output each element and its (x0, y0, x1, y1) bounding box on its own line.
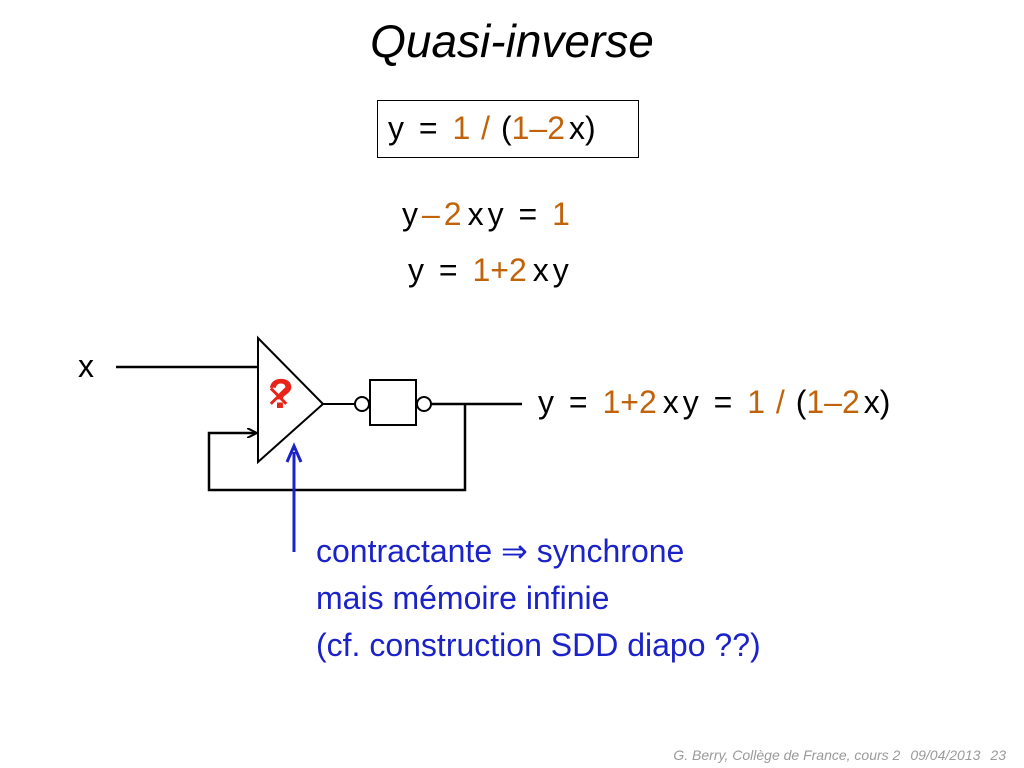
formula-term: 1 (602, 384, 621, 420)
footer-author: G. Berry, Collège de France, cours 2 (673, 747, 901, 763)
formula-paren: ( (500, 110, 512, 146)
formula-term: 1 (452, 110, 471, 146)
formula-operator: = (518, 196, 538, 232)
cross-mark: ✕ (266, 381, 292, 414)
formula-term: y (552, 252, 569, 288)
formula-term: 1 (806, 384, 825, 420)
formula-operator: = (568, 384, 588, 420)
formula-term: x (532, 252, 549, 288)
note-line: mais mémoire infinie (316, 580, 610, 616)
note-line: contractante ⇒ synchrone (316, 533, 685, 569)
formula-term: 2 (638, 384, 657, 420)
footer-page-number: 23 (990, 747, 1006, 763)
formula-term: y (388, 110, 404, 146)
formula-term: 2 (508, 252, 527, 288)
feedback-wire (207, 404, 467, 492)
annotation-note: contractante ⇒ synchrone mais mémoire in… (316, 528, 761, 669)
formula-operator: – (529, 110, 548, 146)
formula-term: x (467, 196, 484, 232)
formula-term: 1 (511, 110, 530, 146)
formula-term: 2 (841, 384, 860, 420)
formula-term: x (662, 384, 679, 420)
formula-term: 1 (552, 196, 570, 232)
formula-term: 1 (472, 252, 491, 288)
formula-term: y (408, 252, 424, 288)
slide-footer: G. Berry, Collège de France, cours 2 09/0… (663, 747, 1006, 763)
formula-operator: + (620, 384, 639, 420)
inverter-bubble-right (416, 396, 432, 412)
gate-triangle (257, 335, 325, 465)
formula-operator: / (481, 110, 491, 146)
slide-title: Quasi-inverse (370, 15, 654, 67)
formula-paren: ) (584, 110, 596, 146)
formula-operator: – (824, 384, 842, 420)
register-box (369, 379, 417, 426)
formula-operator: / (775, 384, 785, 420)
formula-term: y (402, 196, 418, 232)
formula-operator: – (422, 196, 440, 232)
formula-term: 2 (547, 110, 565, 146)
formula-term: y (682, 384, 699, 420)
formula-operator: = (713, 384, 733, 420)
formula-term: y (487, 196, 504, 232)
formula-term: 1 (747, 384, 766, 420)
formula-operator: = (438, 252, 458, 288)
boxed-formula-frame (377, 100, 639, 158)
formula-operator: + (490, 252, 509, 288)
annotation-arrowhead (285, 442, 303, 463)
footer-date: 09/04/2013 (910, 747, 981, 763)
question-mark: ? (268, 370, 294, 417)
formula-paren: ( (795, 384, 807, 420)
formula-operator: = (418, 110, 438, 146)
formula-term: y (538, 384, 554, 420)
note-line: (cf. construction SDD diapo ??) (316, 627, 761, 663)
formula-paren: ) (879, 384, 891, 420)
formula-term: x (568, 110, 585, 146)
formula-term: x (863, 384, 880, 420)
formula-term: 2 (443, 196, 462, 232)
inverter-bubble-left (354, 396, 370, 412)
input-label: x (78, 348, 94, 384)
